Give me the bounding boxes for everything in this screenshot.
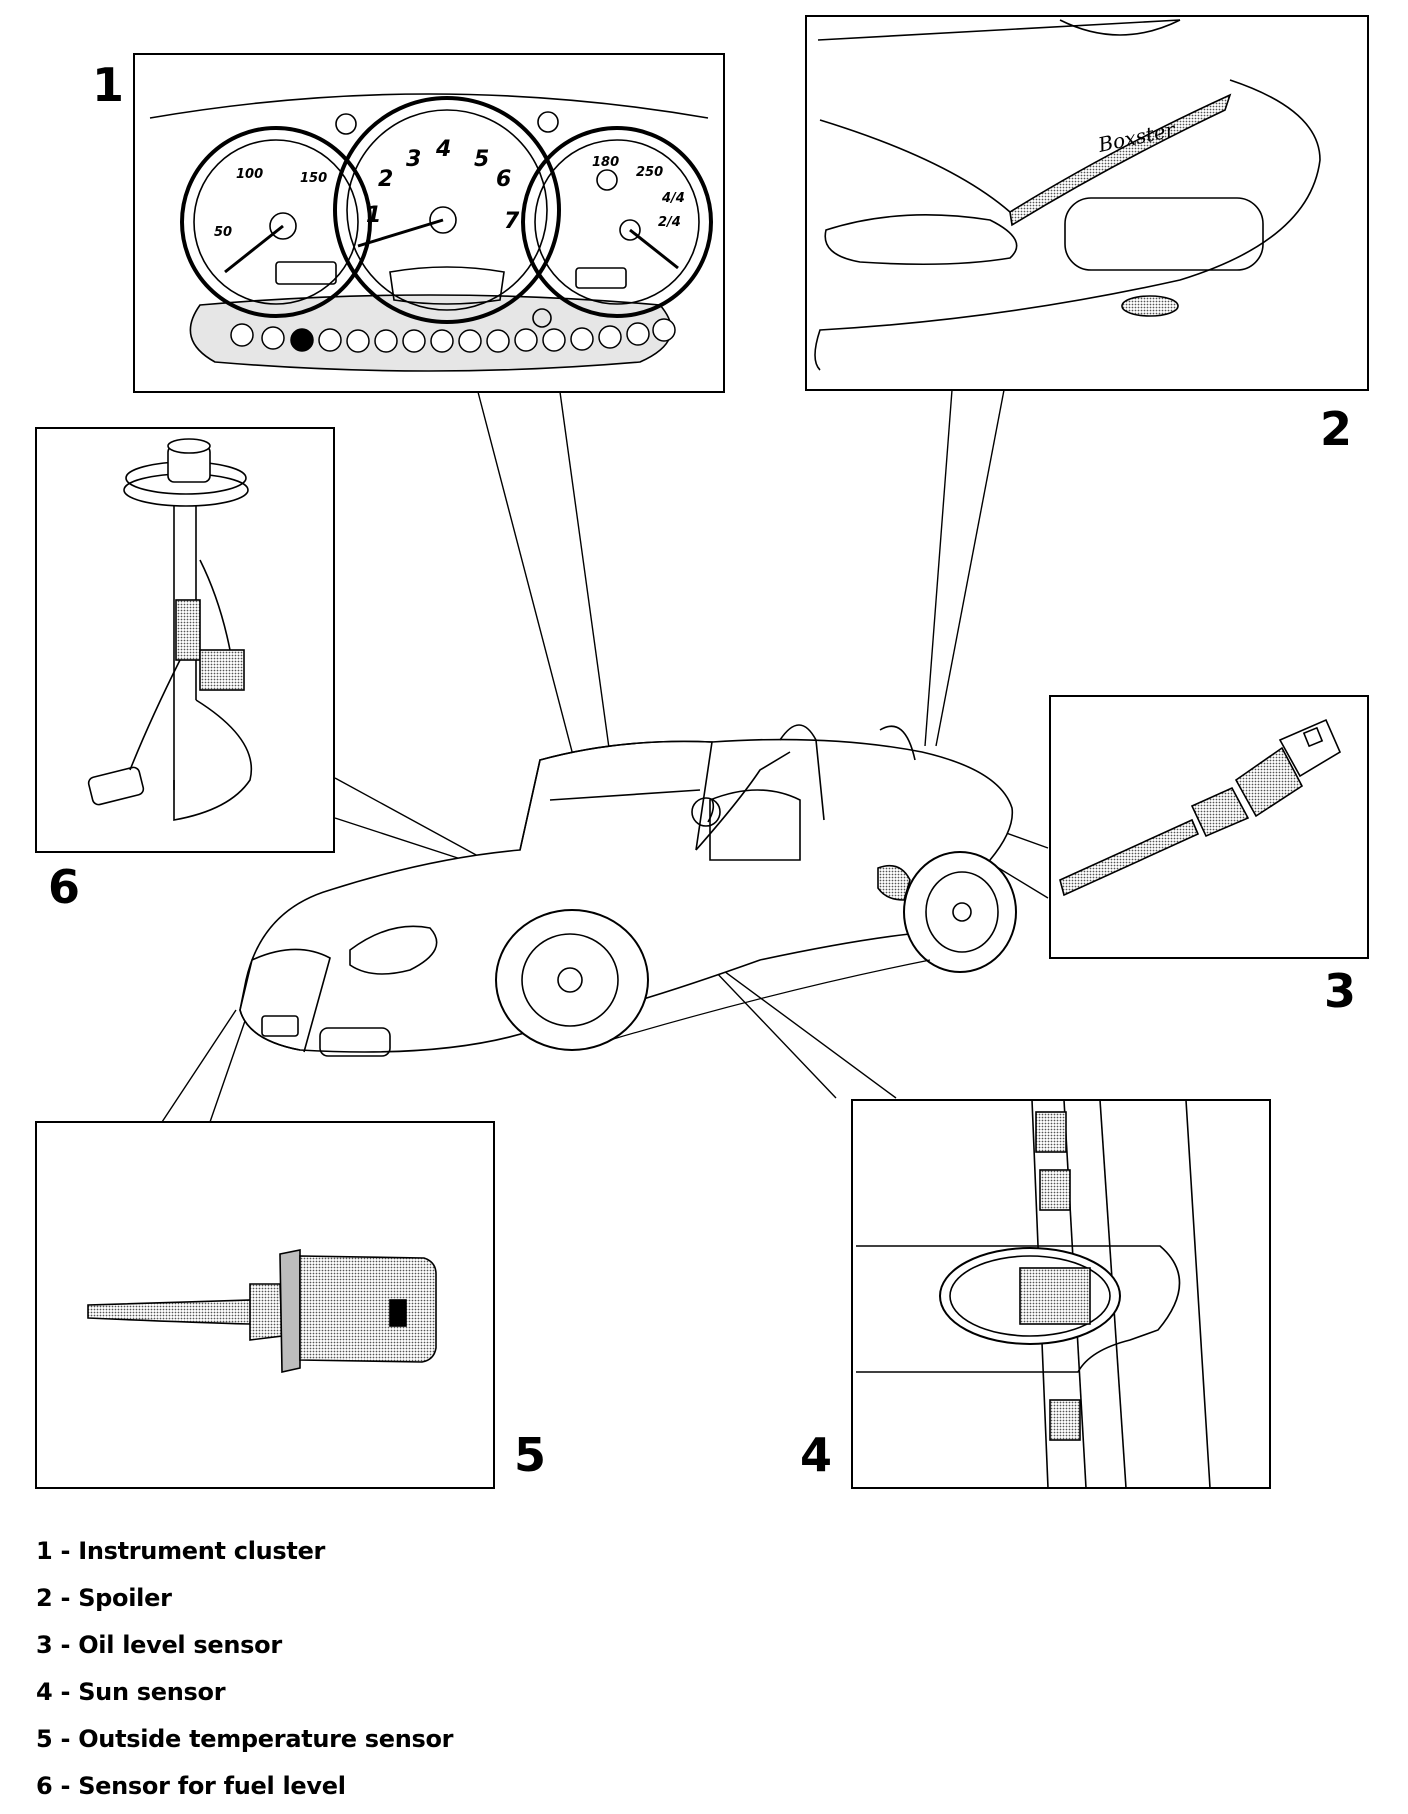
instrument-cluster-illustration bbox=[149, 93, 713, 372]
speedo-tick: 100 bbox=[236, 167, 263, 182]
legend-item: 2 - Spoiler bbox=[36, 1584, 172, 1612]
sun-sensor-illustration bbox=[856, 1099, 1211, 1489]
callout-box-fuel-level-sensor bbox=[35, 427, 335, 853]
spoiler-illustration bbox=[814, 19, 1321, 371]
right-gauge-tick: 180 bbox=[592, 155, 619, 170]
callout-box-oil-level-sensor bbox=[1049, 695, 1369, 959]
callout-box-instrument-cluster: 50 100 150 1 2 3 4 5 6 7 180 250 4/4 2/4 bbox=[133, 53, 725, 393]
tacho-tick: 6 bbox=[496, 167, 511, 192]
tacho-tick: 1 bbox=[366, 203, 381, 228]
tacho-tick: 7 bbox=[504, 209, 520, 234]
outside-temp-sensor-illustration bbox=[87, 1249, 437, 1373]
warning-lamp-row bbox=[230, 318, 676, 353]
right-gauge-tick: 250 bbox=[636, 165, 663, 180]
callout-box-outside-temperature-sensor bbox=[35, 1121, 495, 1489]
callout-number: 1 bbox=[92, 58, 125, 112]
callout-number: 3 bbox=[1324, 964, 1357, 1018]
sensor-location-diagram: 50 100 150 1 2 3 4 5 6 7 180 250 4/4 2/4 bbox=[35, 15, 1369, 1489]
tacho-tick: 3 bbox=[406, 147, 421, 172]
callout-number: 2 bbox=[1320, 402, 1353, 456]
speedo-tick: 150 bbox=[300, 171, 327, 186]
callout-number: 4 bbox=[800, 1428, 833, 1482]
legend-item: 6 - Sensor for fuel level bbox=[36, 1772, 346, 1800]
callout-number: 5 bbox=[514, 1428, 547, 1482]
oil-sensor-illustration bbox=[1059, 718, 1342, 897]
tacho-tick: 2 bbox=[378, 167, 393, 192]
tacho-tick: 4 bbox=[435, 137, 451, 162]
legend-item: 1 - Instrument cluster bbox=[36, 1537, 326, 1565]
fuel-sender-illustration bbox=[87, 438, 253, 821]
callout-number: 6 bbox=[48, 860, 81, 914]
legend-item: 4 - Sun sensor bbox=[36, 1678, 226, 1706]
car-illustration bbox=[239, 724, 1017, 1057]
legend-item: 5 - Outside temperature sensor bbox=[36, 1725, 454, 1753]
right-gauge-tick: 4/4 bbox=[661, 191, 685, 206]
right-gauge-tick: 2/4 bbox=[658, 215, 681, 230]
legend: 1 - Instrument cluster 2 - Spoiler 3 - O… bbox=[36, 1528, 454, 1810]
tacho-tick: 5 bbox=[474, 147, 489, 172]
speedo-tick: 50 bbox=[214, 225, 232, 240]
callout-box-spoiler: Boxster bbox=[805, 15, 1369, 391]
callout-box-sun-sensor bbox=[851, 1099, 1271, 1489]
legend-item: 3 - Oil level sensor bbox=[36, 1631, 282, 1659]
